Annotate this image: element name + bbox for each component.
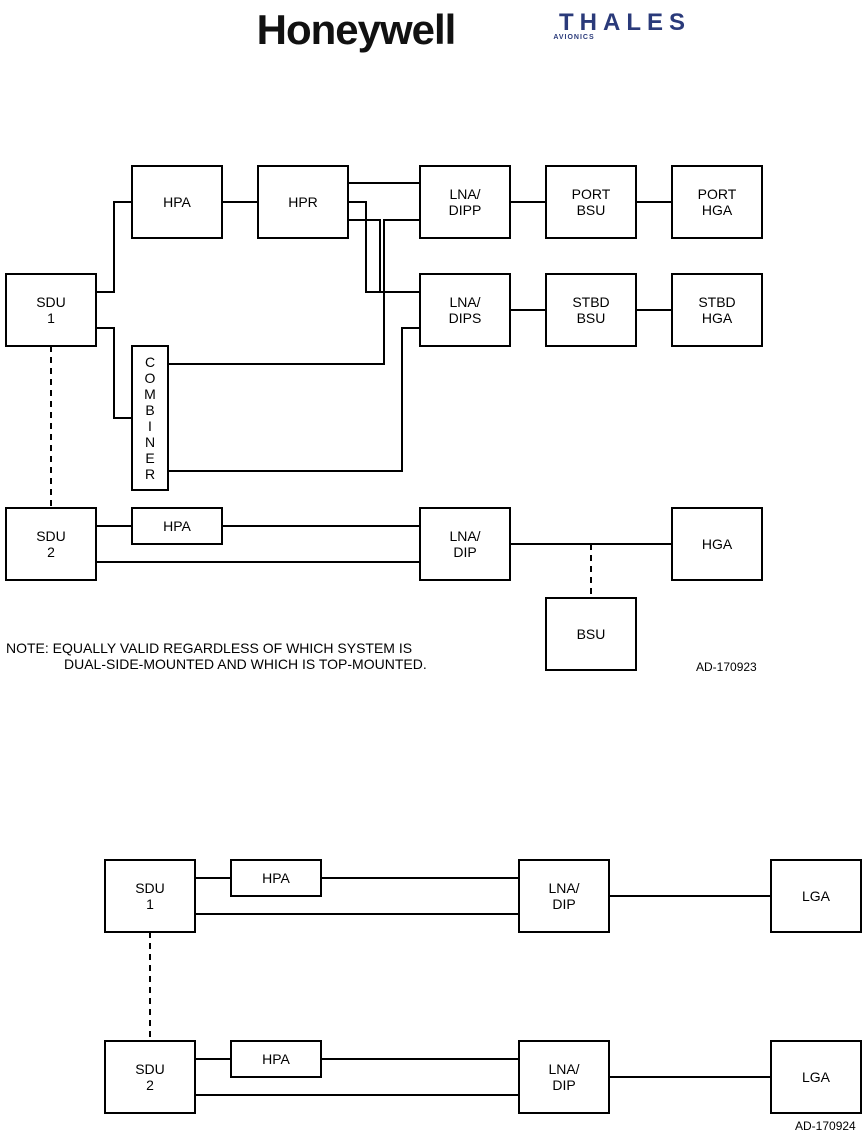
svg-text:STBD: STBD (572, 294, 609, 310)
hpa-block: HPA (132, 166, 222, 238)
svg-text:NOTE: EQUALLY VALID REGARDLES: NOTE: EQUALLY VALID REGARDLESS OF WHICH … (6, 640, 412, 656)
svg-text:BSU: BSU (577, 310, 606, 326)
bsu-block: BSU (546, 598, 636, 670)
svg-text:STBD: STBD (698, 294, 735, 310)
hpa-2-block: HPA (132, 508, 222, 544)
svg-text:C: C (145, 354, 155, 370)
sdu-1-block: SDU 1 (6, 274, 96, 346)
hpr-block: HPR (258, 166, 348, 238)
svg-text:LNA/: LNA/ (548, 880, 579, 896)
svg-text:HPA: HPA (262, 1051, 290, 1067)
stbd-hga-block: STBD HGA (672, 274, 762, 346)
svg-text:HPA: HPA (163, 518, 191, 534)
lga-2-block-bottom: LGA (771, 1041, 861, 1113)
svg-text:HPA: HPA (262, 870, 290, 886)
svg-text:SDU: SDU (36, 528, 66, 544)
svg-text:DIPP: DIPP (449, 202, 482, 218)
sdu-2-block: SDU 2 (6, 508, 96, 580)
svg-text:PORT: PORT (698, 186, 737, 202)
svg-text:LGA: LGA (802, 1069, 831, 1085)
lna-dipp-block: LNA/ DIPP (420, 166, 510, 238)
hga-block: HGA (672, 508, 762, 580)
svg-text:1: 1 (146, 896, 154, 912)
diagram-top: HPA HPR LNA/ DIPP PORT BSU PORT HGA SDU … (6, 166, 762, 674)
svg-text:R: R (145, 466, 155, 482)
svg-text:LNA/: LNA/ (449, 528, 480, 544)
hpa-2-block-bottom: HPA (231, 1041, 321, 1077)
note-text: NOTE: EQUALLY VALID REGARDLESS OF WHICH … (6, 640, 427, 672)
svg-text:DIP: DIP (552, 896, 575, 912)
figure-code-top: AD-170923 (696, 660, 757, 674)
svg-text:LNA/: LNA/ (449, 294, 480, 310)
svg-text:M: M (144, 386, 156, 402)
svg-text:O: O (145, 370, 156, 386)
svg-text:Honeywell: Honeywell (257, 6, 456, 53)
thales-logo: THALES AVIONICS (553, 9, 691, 41)
svg-text:SDU: SDU (135, 1061, 165, 1077)
sdu-1-block-bottom: SDU 1 (105, 860, 195, 932)
lna-dip-block: LNA/ DIP (420, 508, 510, 580)
honeywell-logo: Honeywell (257, 6, 456, 53)
combiner-block: C O M B I N E R (132, 346, 168, 490)
lna-dips-block: LNA/ DIPS (420, 274, 510, 346)
figure-code-bottom: AD-170924 (795, 1119, 856, 1133)
svg-text:HPA: HPA (163, 194, 191, 210)
svg-text:I: I (148, 418, 152, 434)
lna-dip-2-block-bottom: LNA/ DIP (519, 1041, 609, 1113)
svg-text:E: E (145, 450, 154, 466)
svg-text:BSU: BSU (577, 626, 606, 642)
lga-1-block-bottom: LGA (771, 860, 861, 932)
stbd-bsu-block: STBD BSU (546, 274, 636, 346)
svg-text:B: B (145, 402, 154, 418)
sdu-2-block-bottom: SDU 2 (105, 1041, 195, 1113)
svg-text:LGA: LGA (802, 888, 831, 904)
svg-text:PORT: PORT (572, 186, 611, 202)
hpa-1-block-bottom: HPA (231, 860, 321, 896)
svg-text:1: 1 (47, 310, 55, 326)
svg-text:2: 2 (146, 1077, 154, 1093)
diagram-bottom: SDU 1 HPA LNA/ DIP LGA SDU 2 HPA LNA/ (105, 860, 861, 1133)
svg-text:BSU: BSU (577, 202, 606, 218)
svg-text:HPR: HPR (288, 194, 318, 210)
svg-text:DUAL-SIDE-MOUNTED AND WHICH IS: DUAL-SIDE-MOUNTED AND WHICH IS TOP-MOUNT… (64, 656, 427, 672)
svg-text:2: 2 (47, 544, 55, 560)
svg-text:HGA: HGA (702, 536, 733, 552)
svg-text:THALES: THALES (559, 9, 691, 36)
svg-text:HGA: HGA (702, 310, 733, 326)
svg-text:LNA/: LNA/ (548, 1061, 579, 1077)
svg-text:N: N (145, 434, 155, 450)
port-hga-block: PORT HGA (672, 166, 762, 238)
svg-text:DIP: DIP (552, 1077, 575, 1093)
port-bsu-block: PORT BSU (546, 166, 636, 238)
svg-text:AVIONICS: AVIONICS (553, 34, 594, 41)
svg-text:SDU: SDU (36, 294, 66, 310)
svg-text:LNA/: LNA/ (449, 186, 480, 202)
svg-text:DIPS: DIPS (449, 310, 482, 326)
svg-text:SDU: SDU (135, 880, 165, 896)
svg-text:DIP: DIP (453, 544, 476, 560)
svg-text:HGA: HGA (702, 202, 733, 218)
lna-dip-1-block-bottom: LNA/ DIP (519, 860, 609, 932)
